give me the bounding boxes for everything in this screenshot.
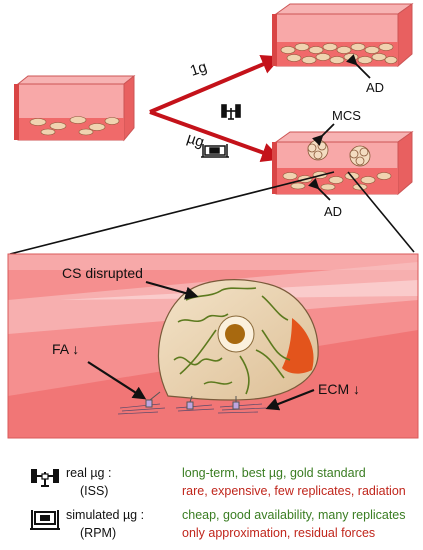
label-microg: µg <box>185 130 206 151</box>
label-ecm: ECM ↓ <box>318 381 360 397</box>
rpm-machine-icon <box>30 510 60 530</box>
label-ad-bottom: AD <box>324 204 342 219</box>
legend-real-name: real µg : <box>66 466 112 480</box>
adherent-cells-1g <box>280 43 398 64</box>
label-cs-disrupted: CS disrupted <box>62 265 143 281</box>
iss-satellite-icon-diagram <box>221 104 241 120</box>
adherent-cells-source <box>29 116 120 136</box>
legend-sim-name: simulated µg : <box>66 508 145 522</box>
adherent-cell <box>145 279 319 410</box>
iss-satellite-icon <box>31 469 59 487</box>
pointer-mcs <box>312 123 335 146</box>
cytoskeleton <box>173 287 291 395</box>
legend-sim-cons: only approximation, residual forces <box>182 526 376 540</box>
flask-microg <box>272 131 414 196</box>
label-ad-top: AD <box>366 80 384 95</box>
nucleus <box>225 324 245 344</box>
zoom-line-left <box>9 171 335 255</box>
legend-real-sub: (ISS) <box>80 484 109 498</box>
legend: real µg : (ISS) long-term, best µg, gold… <box>0 460 423 550</box>
label-1g: 1g <box>188 58 209 79</box>
pointer-ad-bottom <box>308 178 331 201</box>
legend-real-cons: rare, expensive, few replicates, radiati… <box>182 484 406 498</box>
pointer-fa <box>87 361 147 400</box>
pointer-ecm <box>265 388 315 411</box>
pointer-ad-top <box>346 54 371 79</box>
arrow-microg <box>149 110 282 162</box>
legend-row-simulated: simulated µg : (RPM) cheap, good availab… <box>0 506 423 546</box>
legend-sim-sub: (RPM) <box>80 526 117 540</box>
flask-1g <box>272 3 414 68</box>
arrow-1g <box>149 55 282 114</box>
label-mcs: MCS <box>332 108 361 123</box>
diagram-canvas: 1g µg AD <box>7 3 419 439</box>
source-flask <box>14 74 136 142</box>
zoom-line-right <box>347 171 415 253</box>
focal-adhesion-anchors <box>145 391 240 410</box>
branch-arrows <box>149 55 282 162</box>
adherent-cells-microg <box>282 171 392 191</box>
legend-row-real: real µg : (ISS) long-term, best µg, gold… <box>0 464 423 504</box>
label-fa: FA ↓ <box>52 341 79 357</box>
pointer-cs-disrupted <box>145 280 199 300</box>
rpm-machine-icon-diagram <box>201 144 229 158</box>
extracellular-matrix <box>117 403 267 415</box>
legend-sim-pros: cheap, good availability, many replicate… <box>182 508 406 522</box>
legend-real-pros: long-term, best µg, gold standard <box>182 466 366 480</box>
